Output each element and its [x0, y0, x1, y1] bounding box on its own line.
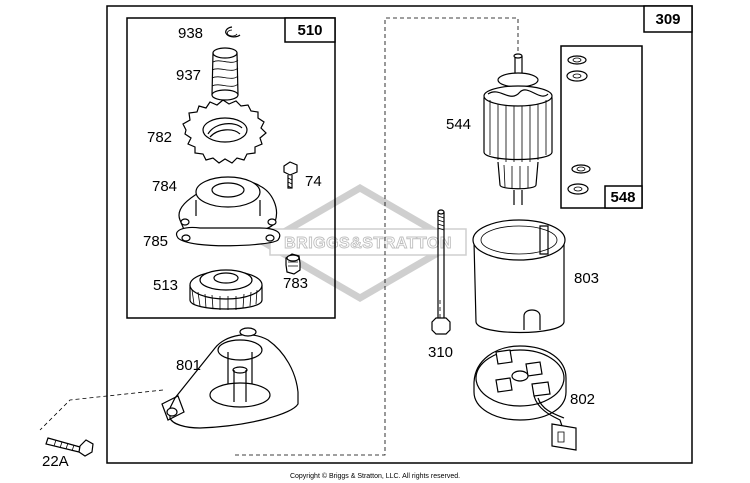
- kit-510-number-frame: [284, 17, 336, 43]
- label-937: 937: [176, 67, 201, 84]
- bolt-22a: [45, 437, 94, 457]
- spring-937: [211, 47, 239, 101]
- main-box-number: 309: [655, 11, 680, 28]
- label-22a: 22A: [42, 453, 69, 470]
- washers-548: [566, 55, 591, 195]
- through-bolt-310: [431, 209, 451, 335]
- retaining-ring-938: [225, 26, 241, 38]
- label-938: 938: [178, 25, 203, 42]
- screw-74: [283, 161, 298, 189]
- watermark-logo: BRIGGS&STRATTON: [258, 183, 467, 303]
- gasket-785: [176, 226, 281, 247]
- kit-548-number-frame: [604, 185, 643, 209]
- main-box-number-frame: [643, 5, 693, 33]
- label-785: 785: [143, 233, 168, 250]
- label-783: 783: [283, 275, 308, 292]
- kit-box-548: [560, 45, 643, 209]
- motor-housing-803: [472, 219, 566, 334]
- nut-783: [285, 253, 301, 275]
- gear-782: [182, 99, 267, 164]
- label-801: 801: [176, 357, 201, 374]
- main-frame: [106, 5, 693, 464]
- drive-housing-784: [178, 176, 278, 237]
- label-310: 310: [428, 344, 453, 361]
- copyright-notice: Copyright © Briggs & Stratton, LLC. All …: [290, 472, 460, 480]
- label-782: 782: [147, 129, 172, 146]
- brush-plate-802: [473, 345, 577, 451]
- watermark-text: BRIGGS&STRATTON: [284, 235, 452, 252]
- label-74: 74: [305, 173, 322, 190]
- label-784: 784: [152, 178, 177, 195]
- label-544: 544: [446, 116, 471, 133]
- kit-510-number: 510: [297, 22, 322, 39]
- label-802: 802: [570, 391, 595, 408]
- clutch-gear-513: [189, 269, 263, 310]
- label-513: 513: [153, 277, 178, 294]
- drive-end-cap-801: [161, 327, 299, 429]
- armature-544: [483, 53, 553, 205]
- label-803: 803: [574, 270, 599, 287]
- kit-box-510: [126, 17, 336, 319]
- kit-548-number: 548: [610, 189, 635, 206]
